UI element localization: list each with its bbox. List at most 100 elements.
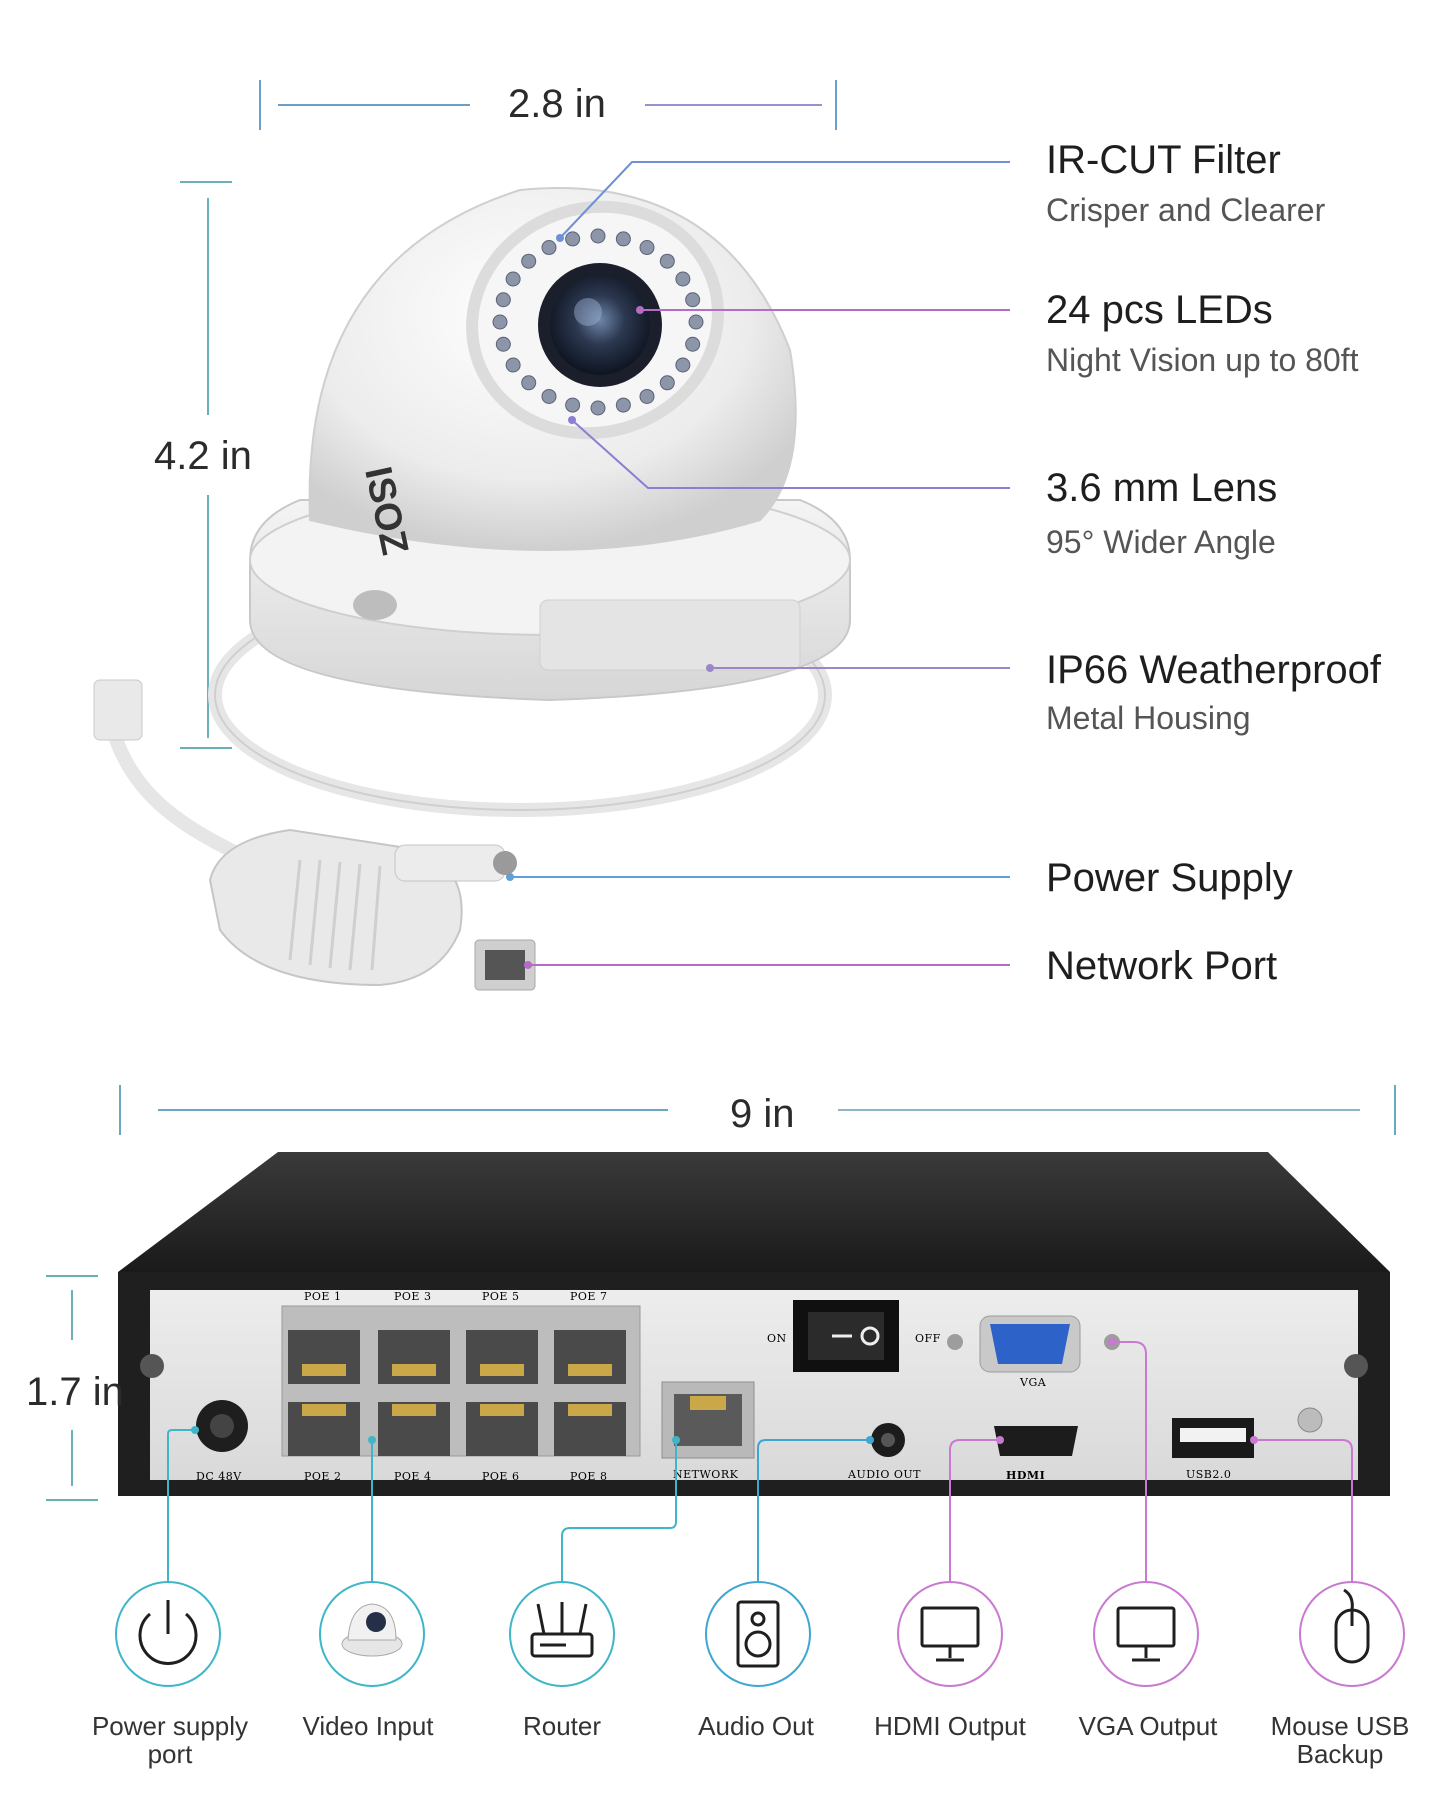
poe-port-contacts bbox=[302, 1364, 346, 1376]
monitor-icon bbox=[897, 1581, 1003, 1687]
monitor-icon bbox=[1093, 1581, 1199, 1687]
port-icon-row bbox=[115, 1581, 1405, 1687]
poe-port-contacts bbox=[480, 1404, 524, 1416]
port-icon-circle bbox=[705, 1581, 811, 1687]
router-leader bbox=[561, 1440, 677, 1586]
ir-led bbox=[495, 292, 511, 308]
ir-led bbox=[685, 292, 701, 308]
poe-bottom-label: POE 4 bbox=[394, 1470, 431, 1483]
camera-width-dimension bbox=[259, 80, 837, 130]
audio-leader bbox=[757, 1439, 870, 1586]
camera-leader-lines bbox=[506, 161, 1010, 969]
ircut-leader bbox=[559, 161, 1010, 239]
poe-port-contacts bbox=[568, 1404, 612, 1416]
port-icon-circle bbox=[1299, 1581, 1405, 1687]
poe-port-grid: POE 1 POE 2 POE 3 POE 4 POE 5 POE 6 POE 7 POE 8 bbox=[288, 1290, 626, 1483]
camera-height-dimension bbox=[180, 181, 232, 749]
poe-port-contacts bbox=[480, 1364, 524, 1376]
poe-top-label: POE 5 bbox=[482, 1290, 519, 1303]
hdmi-label: HDMI bbox=[1006, 1469, 1045, 1482]
hdmi-leader bbox=[949, 1439, 1000, 1586]
dc-label: DC 48V bbox=[196, 1470, 242, 1483]
dome-camera-illustration: ISOZ bbox=[93, 187, 851, 991]
feature-ip66-subtitle: Metal Housing bbox=[1046, 700, 1251, 736]
nvr-height-label: 1.7 in bbox=[26, 1370, 124, 1414]
feature-ircut-subtitle: Crisper and Clearer bbox=[1046, 192, 1326, 228]
camera-height-label: 4.2 in bbox=[154, 434, 252, 478]
port-label-video-input: Video Input bbox=[302, 1711, 434, 1741]
port-label-mouse-usb: Mouse USB Backup bbox=[1270, 1711, 1410, 1769]
camera-width-label: 2.8 in bbox=[508, 82, 606, 126]
poe-bottom-label: POE 8 bbox=[570, 1470, 607, 1483]
poe-bottom-label: POE 6 bbox=[482, 1470, 519, 1483]
poe-top-label: POE 3 bbox=[394, 1290, 431, 1303]
poe-port-contacts bbox=[392, 1364, 436, 1376]
vga-leader bbox=[1112, 1341, 1147, 1586]
port-icon-circle bbox=[1093, 1581, 1199, 1687]
port-label-router: Router bbox=[522, 1711, 602, 1741]
feature-lens-title: 3.6 mm Lens bbox=[1046, 466, 1278, 510]
poe-port-contacts bbox=[302, 1404, 346, 1416]
nvr-width-dimension bbox=[119, 1085, 1396, 1135]
power-port-leader bbox=[167, 1429, 195, 1586]
led-ring bbox=[492, 228, 704, 416]
vga-label: VGA bbox=[1019, 1376, 1047, 1389]
poe-port-contacts bbox=[568, 1364, 612, 1376]
poe-port-contacts bbox=[392, 1404, 436, 1416]
ir-led bbox=[685, 336, 701, 352]
ir-led bbox=[639, 240, 655, 256]
mouse-icon bbox=[1299, 1581, 1405, 1687]
port-label-audio-out: Audio Out bbox=[698, 1711, 814, 1741]
nvr-width-label: 9 in bbox=[730, 1092, 795, 1136]
port-icon-circle bbox=[897, 1581, 1003, 1687]
ir-led bbox=[505, 357, 521, 373]
nvr-leader-lines bbox=[167, 1338, 1353, 1586]
ir-led bbox=[492, 314, 508, 330]
ir-led bbox=[615, 231, 631, 247]
usb-label: USB2.0 bbox=[1186, 1468, 1231, 1481]
network-label: NETWORK bbox=[673, 1468, 739, 1481]
poe-top-label: POE 7 bbox=[570, 1290, 607, 1303]
usb-leader bbox=[1254, 1439, 1353, 1586]
ir-led bbox=[495, 336, 511, 352]
ir-led bbox=[590, 400, 606, 416]
ir-led bbox=[590, 228, 606, 244]
ir-led bbox=[639, 388, 655, 404]
feature-ircut-title: IR-CUT Filter bbox=[1046, 138, 1281, 182]
audio-label: AUDIO OUT bbox=[847, 1468, 921, 1481]
ir-led bbox=[541, 240, 557, 256]
ir-led bbox=[521, 375, 537, 391]
speaker-icon bbox=[705, 1581, 811, 1687]
poe-top-label: POE 1 bbox=[304, 1290, 341, 1303]
router-icon bbox=[509, 1581, 615, 1687]
port-label-power-supply: Power supply port bbox=[91, 1711, 249, 1769]
power-icon bbox=[115, 1581, 221, 1687]
ir-led bbox=[675, 357, 691, 373]
port-label-hdmi-output: HDMI Output bbox=[874, 1711, 1026, 1741]
ir-led bbox=[505, 271, 521, 287]
feature-network-title: Network Port bbox=[1046, 944, 1278, 988]
ir-led bbox=[615, 397, 631, 413]
feature-lens-subtitle: 95° Wider Angle bbox=[1046, 524, 1276, 560]
ir-led bbox=[521, 253, 537, 269]
feature-ip66-title: IP66 Weatherproof bbox=[1046, 648, 1382, 692]
off-label: OFF bbox=[915, 1332, 941, 1345]
dome-camera-icon bbox=[319, 1581, 425, 1687]
ir-led bbox=[565, 397, 581, 413]
ir-led bbox=[541, 388, 557, 404]
feature-leds-title: 24 pcs LEDs bbox=[1046, 288, 1273, 332]
port-label-vga-output: VGA Output bbox=[1078, 1711, 1218, 1741]
ir-led bbox=[659, 253, 675, 269]
ir-led bbox=[659, 375, 675, 391]
on-label: ON bbox=[767, 1332, 787, 1345]
feature-leds-subtitle: Night Vision up to 80ft bbox=[1046, 342, 1359, 378]
lens-leader bbox=[571, 419, 1010, 489]
ir-led bbox=[688, 314, 704, 330]
ir-led bbox=[565, 231, 581, 247]
feature-power-title: Power Supply bbox=[1046, 856, 1293, 900]
nvr-height-dimension bbox=[46, 1275, 98, 1501]
ir-led bbox=[675, 271, 691, 287]
nvr-recorder: POE 1 POE 2 POE 3 POE 4 POE 5 POE 6 POE 7 POE 8… bbox=[118, 1152, 1390, 1496]
poe-bottom-label: POE 2 bbox=[304, 1470, 341, 1483]
